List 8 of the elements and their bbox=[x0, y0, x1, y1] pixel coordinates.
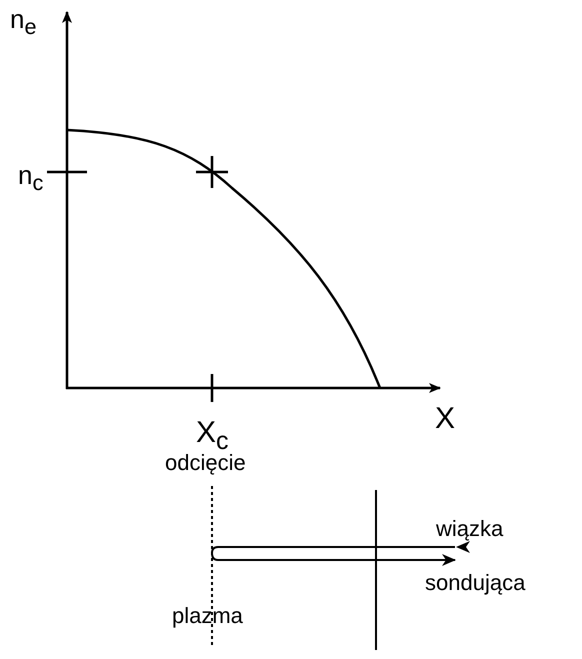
annotation-text: odcięcie bbox=[165, 452, 246, 474]
annotation-text: plazma bbox=[172, 605, 243, 627]
axis-label: n$_{e}$ bbox=[10, 6, 37, 38]
axis-label: X bbox=[435, 404, 456, 434]
annotation-text: wiązka bbox=[436, 518, 504, 540]
axis-label: n$_{c}$ bbox=[18, 162, 44, 194]
axis-label: X$_{c}$ bbox=[196, 418, 229, 454]
annotation-text: sondująca bbox=[425, 572, 526, 594]
